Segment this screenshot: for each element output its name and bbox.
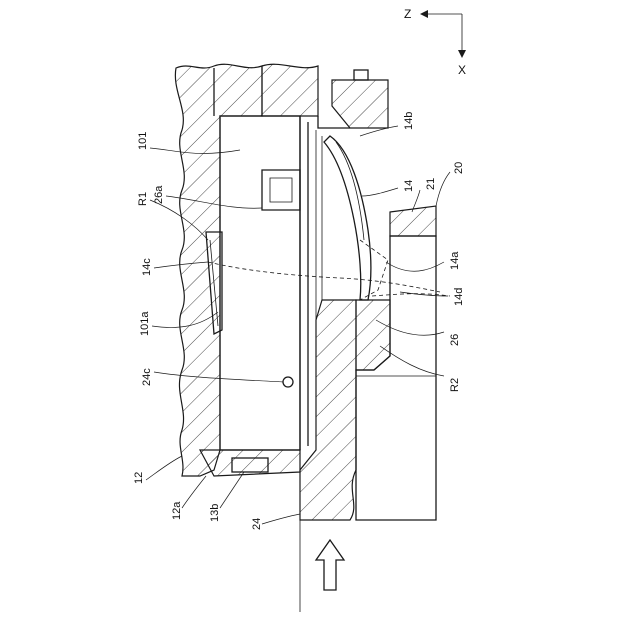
dashed-trajectory-14c [208, 262, 440, 292]
label-r2: R2 [449, 378, 461, 392]
leader-14a [386, 262, 444, 271]
clip-26a [262, 170, 300, 210]
axis-indicator: Z X [404, 7, 466, 77]
label-r1: R1 [137, 192, 149, 206]
label-12a: 12a [171, 501, 183, 520]
lever-14-dashed-end [360, 240, 388, 300]
module-101-outline [220, 116, 300, 450]
receptacle-21-wall [390, 206, 436, 236]
label-13b: 13b [209, 504, 221, 522]
x-axis-arrowhead [458, 50, 466, 58]
label-14a: 14a [449, 251, 461, 270]
label-101a: 101a [139, 311, 151, 336]
leader-24 [262, 514, 300, 524]
receptacle-20-body [356, 236, 436, 520]
z-axis-arrowhead [420, 10, 428, 18]
z-axis-label: Z [404, 7, 411, 21]
upper-block-knob [354, 70, 368, 80]
label-20: 20 [453, 162, 465, 174]
label-14c: 14c [141, 258, 153, 276]
upper-block [262, 64, 388, 128]
housing-12 [175, 64, 300, 476]
label-24: 24 [251, 518, 263, 530]
leader-12a [182, 476, 206, 508]
bump-24c [283, 377, 293, 387]
label-14d: 14d [453, 288, 465, 306]
label-14: 14 [403, 180, 415, 192]
label-26a: 26a [153, 185, 165, 204]
label-14b: 14b [403, 112, 415, 130]
module-101 [206, 116, 300, 450]
upper-block-left [262, 64, 318, 116]
lever-14-body [324, 136, 371, 300]
x-axis-label: X [458, 63, 466, 77]
receptacle-20 [356, 206, 436, 520]
insertion-arrow-icon [316, 540, 344, 590]
insertion-arrow [300, 520, 344, 612]
label-12: 12 [133, 472, 145, 484]
label-24c: 24c [141, 368, 153, 386]
leader-20 [436, 172, 450, 206]
clip-26a-inner [270, 178, 292, 202]
label-101: 101 [137, 132, 149, 150]
upper-block-cap [332, 80, 388, 128]
leader-13b [220, 472, 244, 508]
leader-12 [146, 456, 182, 480]
label-26: 26 [449, 334, 461, 346]
leader-14 [362, 188, 398, 196]
housing-12-body [175, 64, 262, 476]
wedge-26 [356, 300, 390, 370]
label-21: 21 [425, 178, 437, 190]
